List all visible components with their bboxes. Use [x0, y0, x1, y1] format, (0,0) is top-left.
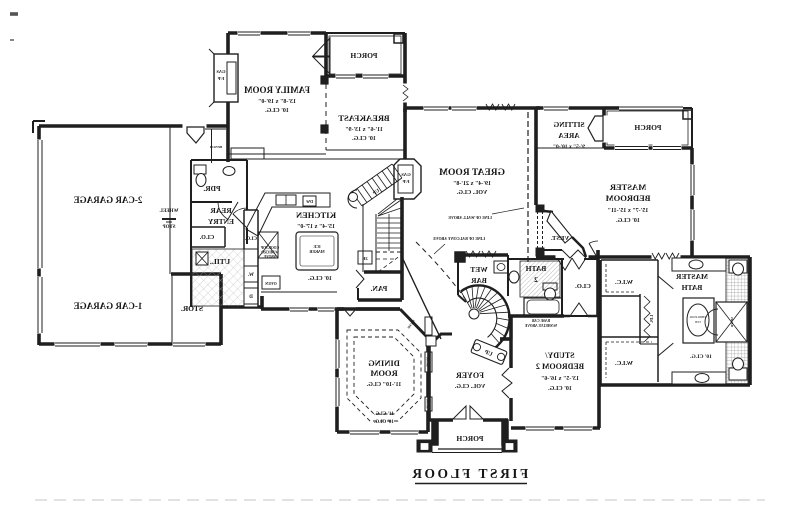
svg-text:PORCH: PORCH — [350, 51, 377, 60]
svg-text:CLO.: CLO. — [244, 237, 257, 242]
svg-text:BAR: BAR — [471, 276, 487, 285]
svg-text:15'-7" x 15'-11": 15'-7" x 15'-11" — [608, 208, 649, 214]
svg-text:2-CAR GARAGE: 2-CAR GARAGE — [74, 195, 143, 205]
svg-text:F/P: F/P — [402, 179, 409, 184]
svg-text:13'-8" x 19'-0": 13'-8" x 19'-0" — [258, 99, 296, 105]
svg-text:PORCH: PORCH — [456, 434, 483, 443]
svg-text:10' CLG.: 10' CLG. — [616, 218, 640, 224]
svg-text:10' CLG.: 10' CLG. — [265, 108, 289, 114]
svg-text:W.I.C.: W.I.C. — [615, 279, 633, 286]
svg-text:STUDY/: STUDY/ — [545, 351, 575, 360]
svg-text:FIRST FLOOR: FIRST FLOOR — [410, 466, 528, 481]
svg-text:1-CAR GARAGE: 1-CAR GARAGE — [74, 301, 143, 311]
svg-text:FOYER: FOYER — [456, 371, 484, 380]
svg-text:BEDROOM: BEDROOM — [606, 193, 651, 203]
svg-text:13'-5" x 16'-6": 13'-5" x 16'-6" — [541, 376, 579, 382]
svg-text:W/SHELVE ABOVE: W/SHELVE ABOVE — [524, 324, 557, 328]
svg-text:GREAT ROOM: GREAT ROOM — [439, 168, 505, 178]
svg-text:NICHE: NICHE — [406, 319, 416, 330]
svg-text:LIN.: LIN. — [649, 315, 654, 323]
svg-text:DW: DW — [306, 199, 313, 204]
svg-text:UP: UP — [483, 349, 493, 358]
svg-text:KITCHEN: KITCHEN — [295, 210, 336, 220]
svg-text:CLO.: CLO. — [199, 235, 214, 241]
svg-text:ICE: ICE — [313, 244, 320, 249]
svg-text:MAKER: MAKER — [309, 249, 324, 254]
svg-text:DINING: DINING — [368, 358, 400, 368]
svg-text:BATH: BATH — [525, 264, 546, 273]
svg-text:10' CLG.: 10' CLG. — [352, 136, 376, 142]
svg-text:PAN.: PAN. — [371, 284, 388, 293]
svg-text:WHIRLPOOL: WHIRLPOOL — [689, 315, 707, 319]
svg-text:ENTRY: ENTRY — [207, 217, 234, 226]
svg-text:BASE CAB: BASE CAB — [531, 319, 549, 323]
svg-text:BATH: BATH — [681, 283, 702, 292]
svg-text:STOP: STOP — [163, 225, 176, 230]
svg-text:WET: WET — [470, 265, 488, 274]
svg-text:GAS: GAS — [216, 69, 226, 74]
svg-text:WHEEL: WHEEL — [159, 209, 179, 214]
svg-text:GAS: GAS — [401, 172, 411, 177]
svg-text:MASTER: MASTER — [609, 182, 646, 192]
svg-text:VOL. CLG.: VOL. CLG. — [454, 384, 485, 390]
svg-text:BEDROOM 2: BEDROOM 2 — [536, 362, 584, 371]
svg-text:2R: 2R — [362, 256, 368, 261]
svg-text:CLO.: CLO. — [575, 283, 591, 290]
svg-text:SHWR: SHWR — [730, 317, 734, 328]
svg-text:LINE OF WALL ABOVE: LINE OF WALL ABOVE — [448, 215, 492, 220]
svg-text:ROOM: ROOM — [370, 368, 397, 378]
svg-text:F/P: F/P — [217, 76, 224, 81]
svg-text:UP: UP — [373, 189, 381, 197]
svg-text:10' CLG.: 10' CLG. — [548, 386, 572, 392]
svg-text:2: 2 — [534, 275, 538, 284]
svg-text:9'-5" x 10'-0": 9'-5" x 10'-0" — [553, 144, 585, 150]
svg-text:TUB: TUB — [695, 320, 701, 324]
svg-text:W.: W. — [247, 273, 254, 278]
svg-text:BREAKFAST: BREAKFAST — [338, 113, 390, 123]
svg-text:15'-4" x 17'-0": 15'-4" x 17'-0" — [297, 224, 335, 230]
svg-text:VOL. CLG.: VOL. CLG. — [456, 190, 487, 196]
svg-text:11'-6" x 13'-9": 11'-6" x 13'-9" — [345, 127, 383, 133]
svg-text:BENCH: BENCH — [210, 145, 222, 149]
svg-text:FAMILY ROOM: FAMILY ROOM — [244, 85, 310, 95]
svg-text:W/MICRO: W/MICRO — [261, 251, 279, 255]
svg-text:11' CLG.: 11' CLG. — [374, 412, 394, 417]
svg-text:REAR: REAR — [210, 206, 232, 215]
svg-text:AREA: AREA — [558, 131, 580, 140]
svg-text:11'-10" CLG.: 11'-10" CLG. — [366, 382, 401, 388]
svg-text:PORCH: PORCH — [634, 123, 661, 132]
svg-text:W.I.C.: W.I.C. — [615, 360, 633, 367]
svg-text:10' CLG.: 10' CLG. — [308, 276, 332, 282]
svg-text:VEST.: VEST. — [551, 235, 569, 242]
svg-text:10' CLG.: 10' CLG. — [373, 420, 393, 425]
svg-text:LINE OF BALCONY ABOVE: LINE OF BALCONY ABOVE — [433, 236, 485, 241]
svg-text:19'-4" x 21'-8": 19'-4" x 21'-8" — [453, 181, 491, 187]
svg-text:MASTER: MASTER — [675, 272, 708, 281]
svg-text:10' CLG.: 10' CLG. — [690, 354, 712, 360]
svg-text:COOKTOP: COOKTOP — [260, 246, 279, 250]
svg-text:UTIL.: UTIL. — [210, 257, 230, 266]
svg-text:ABOVE: ABOVE — [263, 255, 276, 259]
svg-text:STOR.: STOR. — [181, 304, 203, 313]
svg-text:D: D — [249, 295, 253, 300]
svg-text:SITTING: SITTING — [553, 120, 584, 129]
svg-text:PDR.: PDR. — [203, 184, 220, 193]
svg-text:OVEN: OVEN — [265, 281, 277, 286]
